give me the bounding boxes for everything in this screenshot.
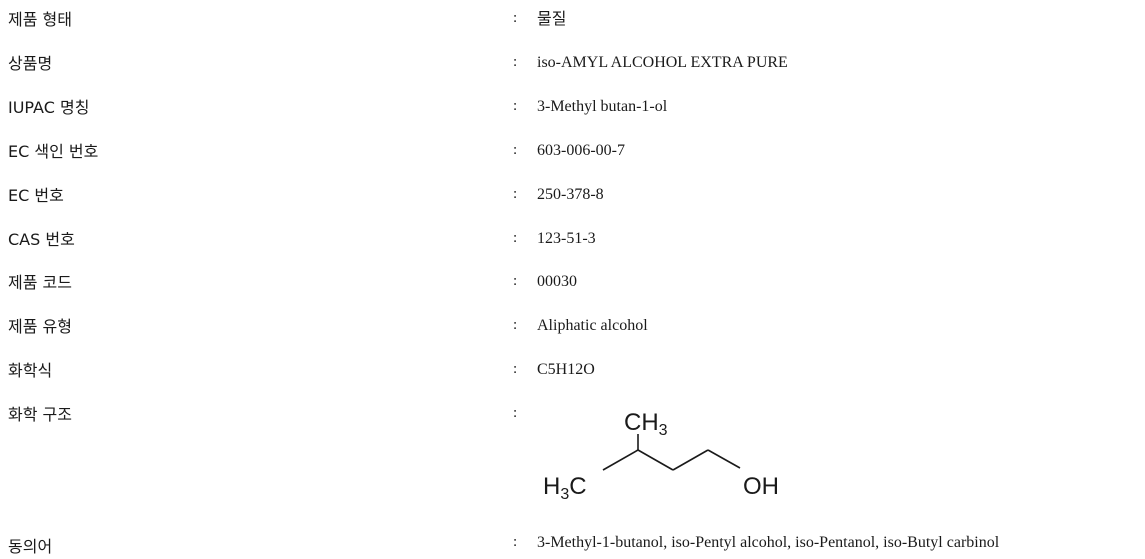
bond	[707, 449, 741, 469]
field-separator: :	[513, 230, 518, 246]
field-label: 화학 구조	[8, 405, 72, 424]
chemical-structure-diagram: CH3 H3C OH	[543, 409, 779, 500]
field-label: EC 번호	[8, 186, 64, 205]
field-separator: :	[513, 534, 518, 550]
field-label: 상품명	[8, 54, 53, 73]
field-row-cas-number: CAS 번호 : 123-51-3	[0, 228, 1145, 252]
field-row-chemical-structure: 화학 구조 :	[0, 403, 1145, 427]
field-row-formula: 화학식 : C5H12O	[0, 359, 1145, 383]
field-separator: :	[513, 405, 518, 421]
field-label: 제품 코드	[8, 273, 72, 292]
field-row-product-form: 제품 형태 : 물질	[0, 8, 1145, 32]
field-label: IUPAC 명칭	[8, 98, 90, 117]
field-separator: :	[513, 142, 518, 158]
bond	[637, 449, 674, 471]
field-label: 제품 유형	[8, 317, 72, 336]
field-value: 00030	[537, 273, 577, 290]
field-value: 250-378-8	[537, 186, 604, 203]
field-row-trade-name: 상품명 : iso-AMYL ALCOHOL EXTRA PURE	[0, 52, 1145, 76]
field-separator: :	[513, 98, 518, 114]
atom-label-h3c: H3C	[543, 473, 587, 500]
field-value: 3-Methyl butan-1-ol	[537, 98, 668, 115]
field-separator: :	[513, 186, 518, 202]
bond	[672, 449, 709, 471]
field-value: 3-Methyl-1-butanol, iso-Pentyl alcohol, …	[537, 534, 1000, 551]
bond	[602, 449, 639, 471]
field-label: 제품 형태	[8, 10, 72, 29]
field-separator: :	[513, 361, 518, 377]
field-value: iso-AMYL ALCOHOL EXTRA PURE	[537, 54, 788, 71]
field-row-product-type: 제품 유형 : Aliphatic alcohol	[0, 315, 1145, 339]
field-value: 물질	[537, 9, 567, 28]
field-separator: :	[513, 273, 518, 289]
atom-label-oh: OH	[743, 473, 779, 500]
field-separator: :	[513, 10, 518, 26]
field-row-ec-index-number: EC 색인 번호 : 603-006-00-7	[0, 140, 1145, 164]
field-row-product-code: 제품 코드 : 00030	[0, 271, 1145, 295]
field-label: 화학식	[8, 361, 53, 380]
field-separator: :	[513, 317, 518, 333]
field-value: C5H12O	[537, 361, 595, 378]
field-label: CAS 번호	[8, 230, 75, 249]
field-label: EC 색인 번호	[8, 142, 99, 161]
field-value: 603-006-00-7	[537, 142, 625, 159]
field-row-iupac-name: IUPAC 명칭 : 3-Methyl butan-1-ol	[0, 96, 1145, 120]
field-label: 동의어	[8, 537, 53, 556]
field-row-synonyms: 동의어 : 3-Methyl-1-butanol, iso-Pentyl alc…	[0, 532, 1145, 556]
field-value: 123-51-3	[537, 230, 596, 247]
field-row-ec-number: EC 번호 : 250-378-8	[0, 184, 1145, 208]
field-value: Aliphatic alcohol	[537, 317, 648, 334]
field-separator: :	[513, 54, 518, 70]
atom-label-ch3: CH3	[624, 409, 668, 439]
skeleton-bonds	[602, 434, 741, 471]
